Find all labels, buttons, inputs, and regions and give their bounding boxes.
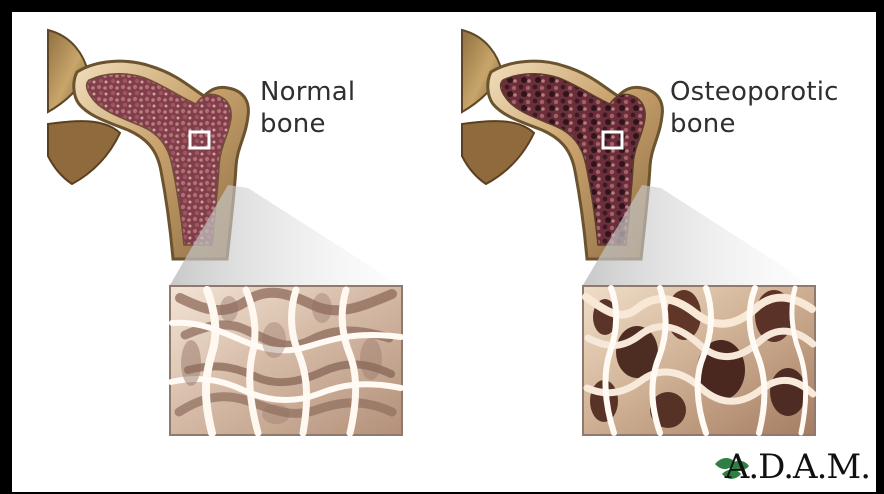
osteoporotic-trabecular-zoom <box>583 286 815 435</box>
normal-bone-label: Normal bone <box>260 76 355 140</box>
adam-logo: A.D.A.M. <box>699 450 870 484</box>
leaf-icon <box>699 460 723 478</box>
osteoporotic-bone-label: Osteoporotic bone <box>670 76 839 140</box>
normal-trabecular-zoom <box>170 286 402 435</box>
adam-wordmark: A.D.A.M. <box>725 450 870 484</box>
